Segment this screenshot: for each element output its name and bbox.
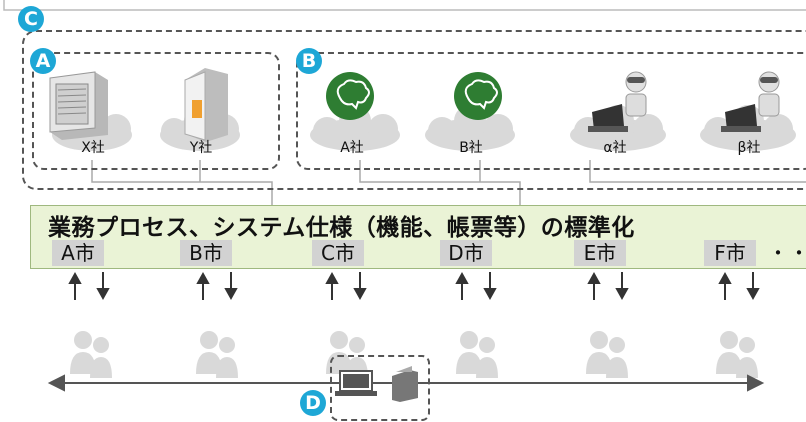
group-a-box [32, 52, 280, 170]
standardization-band [30, 205, 806, 269]
city-a: A市 [52, 240, 104, 266]
cloud-label-a: A社 [340, 140, 364, 156]
city-e: E市 [574, 240, 626, 266]
city-b: B市 [180, 240, 232, 266]
server-y-icon [184, 68, 228, 142]
city-f: F市 [704, 240, 756, 266]
city-d: D市 [440, 240, 492, 266]
cloud-label-y: Y社 [189, 140, 213, 156]
brain-icons [326, 72, 502, 120]
cloud-label-beta: β社 [737, 140, 761, 156]
group-d-box [330, 355, 430, 421]
badge-d: D [300, 390, 326, 416]
group-c-box [22, 30, 806, 190]
document-icon [392, 366, 418, 402]
badge-a: A [30, 48, 56, 74]
cloud-label-alpha: α社 [603, 140, 627, 156]
laptop-icon [335, 370, 377, 396]
cloud-label-b: B社 [459, 140, 483, 156]
band-title: 業務プロセス、システム仕様（機能、帳票等）の標準化 [48, 215, 635, 241]
more-dots: ・・・ [768, 241, 806, 265]
robot-icons [588, 71, 780, 132]
people-icons [70, 331, 758, 378]
badge-b: B [296, 48, 322, 74]
badge-c: C [18, 6, 44, 32]
cloud-label-x: X社 [81, 140, 105, 156]
group-b-box [296, 52, 806, 170]
server-x-icon [49, 71, 108, 140]
city-c: C市 [312, 240, 364, 266]
